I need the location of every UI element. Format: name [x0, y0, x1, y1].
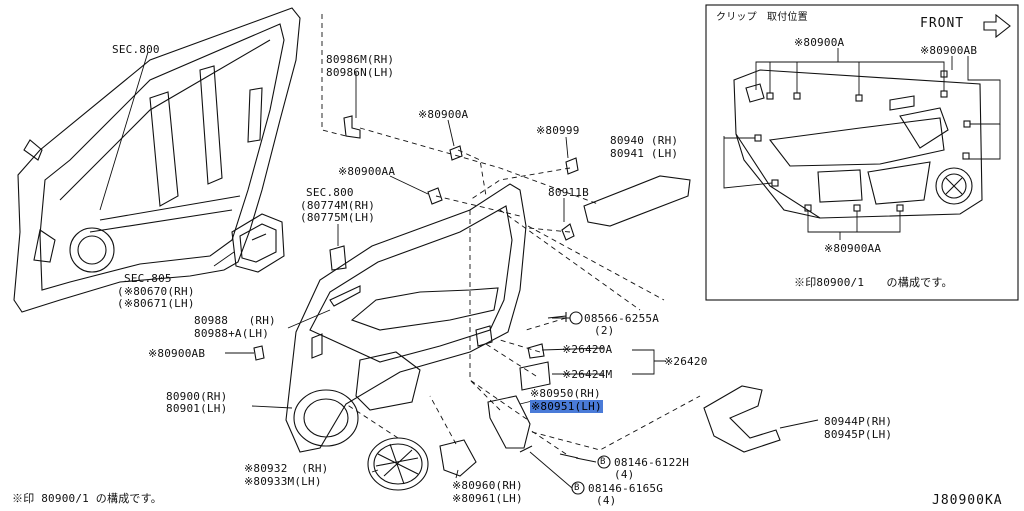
label-80900ab: ※80900AB	[148, 347, 206, 360]
label-80986m: 80986M(RH)	[326, 53, 395, 66]
label-80900aa: ※80900AA	[338, 165, 396, 178]
highlighted-part-80951: ※80951(LH)	[530, 400, 603, 413]
label-80944p: 80944P(RH)	[824, 415, 893, 428]
label-80911b: 80911B	[548, 186, 589, 199]
label-80999: ※80999	[536, 124, 580, 137]
label-80988a: 80988+A(LH)	[194, 327, 270, 340]
front-label: FRONT	[920, 16, 965, 31]
inset-panel-drawing	[733, 69, 983, 219]
inset-footnote: ※印80900/1 の構成です。	[794, 276, 953, 289]
label-80900: 80900(RH)	[166, 390, 228, 403]
label-80961: ※80961(LH)	[452, 492, 523, 505]
label-80950: ※80950(RH)	[530, 387, 601, 400]
label-80960: ※80960(RH)	[452, 479, 523, 492]
label-08566-qty: (2)	[594, 324, 615, 337]
label-80900a: ※80900A	[418, 108, 469, 121]
screw-mark-s	[569, 311, 583, 325]
label-80774m: (80774M(RH)	[300, 199, 376, 212]
label-80945p: 80945P(LH)	[824, 428, 893, 441]
label-80670: (※80670(RH)	[117, 285, 195, 298]
door-shell-drawing	[13, 7, 301, 313]
bolt-mark-b-2	[571, 481, 585, 495]
label-08146a: 08146-6122H	[614, 456, 690, 469]
label-80671: (※80671(LH)	[117, 297, 195, 310]
speaker-grille-drawing	[367, 437, 429, 491]
label-08146a-qty: (4)	[614, 468, 635, 481]
door-trim-drawing	[285, 183, 527, 453]
bracket-80960-drawing	[439, 439, 477, 477]
label-26420a: ※26420A	[562, 343, 613, 356]
label-08146b-mark: B	[574, 483, 580, 493]
label-26424m: ※26424M	[562, 368, 613, 381]
label-80988: 80988 (RH)	[194, 314, 276, 327]
inset-frame	[705, 4, 1019, 301]
dashed-leaders	[321, 14, 701, 455]
label-80775m: (80775M(LH)	[300, 211, 376, 224]
label-08146b-qty: (4)	[596, 494, 617, 507]
label-80951: ※80951(LH)	[530, 400, 603, 413]
armrest-drawing	[583, 175, 691, 227]
label-sec800-top: SEC.800	[112, 43, 160, 56]
label-80941: 80941 (LH)	[610, 147, 679, 160]
pull-handle-drawing	[703, 385, 781, 453]
inset-title: クリップ 取付位置	[716, 12, 808, 23]
label-08146b: 08146-6165G	[588, 482, 664, 495]
label-sec800-mid: SEC.800	[306, 186, 354, 199]
label-80932: ※80932 (RH)	[244, 462, 329, 475]
footnote: ※印 80900/1 の構成です。	[12, 492, 162, 505]
bracket-80986-drawing	[343, 115, 361, 139]
inset-clip-markers	[754, 70, 971, 212]
inset-label-80900aa: ※80900AA	[824, 242, 882, 255]
clip-drawings	[253, 145, 579, 459]
label-26420: ※26420	[664, 355, 708, 368]
inset-leaders	[723, 48, 1001, 240]
diagram-code: J80900KA	[932, 493, 1003, 508]
inset-label-80900ab: ※80900AB	[920, 44, 978, 57]
label-08566: 08566-6255A	[584, 312, 660, 325]
label-sec805: SEC.805	[124, 272, 172, 285]
label-08146a-mark: B	[600, 457, 606, 467]
label-80933m: ※80933M(LH)	[244, 475, 322, 488]
label-80901: 80901(LH)	[166, 402, 228, 415]
front-arrow-icon	[983, 13, 1011, 39]
label-80986n: 80986N(LH)	[326, 66, 395, 79]
module-sec805-drawing	[231, 213, 285, 273]
bolt-mark-b-1	[597, 455, 611, 469]
inset-label-80900a: ※80900A	[794, 36, 845, 49]
label-80940: 80940 (RH)	[610, 134, 679, 147]
